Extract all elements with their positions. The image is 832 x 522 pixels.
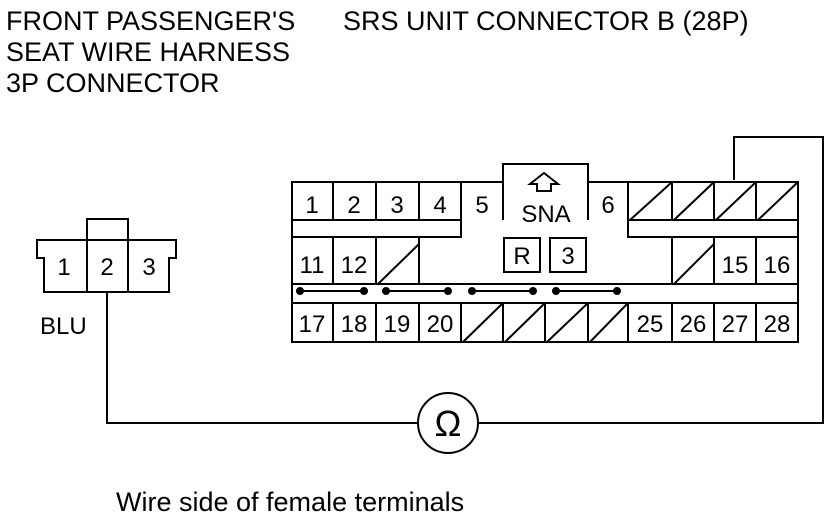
pin-18: 18 — [341, 311, 368, 338]
left-title-line-1: FRONT PASSENGER'S — [6, 6, 296, 36]
pin-5: 5 — [475, 192, 488, 219]
box-r — [503, 237, 541, 273]
pin-2: 2 — [347, 192, 360, 219]
pin-11: 11 — [300, 252, 325, 279]
pin-6: 6 — [601, 192, 614, 219]
pin-16: 16 — [764, 252, 791, 279]
box-3-label: 3 — [561, 243, 574, 270]
small-pin-3: 3 — [142, 254, 155, 281]
sna-label: SNA — [521, 201, 570, 228]
right-title: SRS UNIT CONNECTOR B (28P) — [343, 6, 749, 36]
small-connector-body — [36, 218, 177, 293]
up-arrow-icon — [527, 171, 561, 192]
pin-4: 4 — [433, 192, 446, 219]
left-title-line-3: 3P CONNECTOR — [6, 68, 220, 98]
small-pin-1: 1 — [57, 254, 70, 281]
pin-12: 12 — [341, 252, 368, 279]
small-pin-2: 2 — [100, 254, 113, 281]
ohmmeter-symbol — [417, 392, 479, 454]
wire-color-label: BLU — [40, 313, 87, 340]
caption: Wire side of female terminals — [116, 487, 465, 517]
ohm-icon: Ω — [435, 403, 462, 444]
left-title-line-2: SEAT WIRE HARNESS — [6, 37, 291, 67]
pin-19: 19 — [384, 311, 411, 338]
pin-15: 15 — [722, 252, 749, 279]
pin-26: 26 — [680, 311, 707, 338]
pin-27: 27 — [722, 311, 749, 338]
box-3 — [549, 237, 587, 273]
pin-28: 28 — [764, 311, 791, 338]
pin-25: 25 — [637, 311, 664, 338]
pin-17: 17 — [299, 311, 326, 338]
pin-20: 20 — [427, 311, 454, 338]
pin-3: 3 — [390, 192, 403, 219]
test-wire — [106, 136, 824, 424]
box-r-label: R — [513, 243, 530, 270]
pin-1: 1 — [305, 192, 318, 219]
